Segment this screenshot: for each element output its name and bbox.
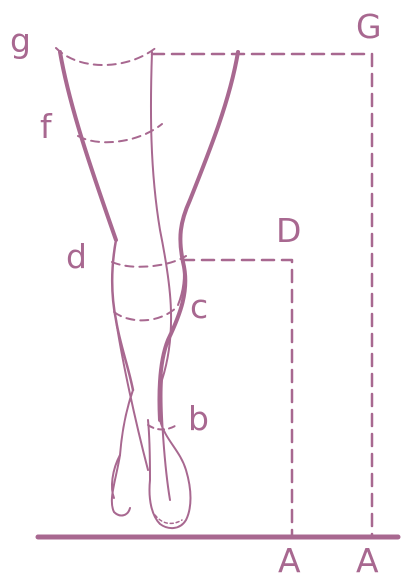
circumference-b xyxy=(147,423,179,431)
circumference-d xyxy=(111,255,187,268)
left-leg-outline xyxy=(58,50,118,242)
measure-line-D xyxy=(180,258,294,537)
label-D: D xyxy=(276,211,302,250)
left-foot-heel xyxy=(111,454,121,499)
circumference-g xyxy=(55,45,159,66)
label-b: b xyxy=(188,399,209,438)
label-g: g xyxy=(10,21,31,60)
measure-line-G xyxy=(150,52,374,537)
label-G: G xyxy=(356,7,382,46)
label-f: f xyxy=(40,107,52,146)
circumference-c xyxy=(113,305,179,322)
right-foot-toes xyxy=(154,514,183,525)
right-foot-outline xyxy=(147,419,192,530)
label-A-right: A xyxy=(356,541,379,580)
circumference-f xyxy=(77,123,163,144)
left-foot-outline xyxy=(110,389,134,517)
label-c: c xyxy=(190,287,209,326)
label-A-left: A xyxy=(278,541,301,580)
label-d: d xyxy=(66,237,87,276)
left-shin-line xyxy=(115,319,149,471)
right-leg-outline xyxy=(157,50,240,422)
left-leg-inner-line xyxy=(149,51,173,501)
right-knee-line xyxy=(177,261,185,306)
